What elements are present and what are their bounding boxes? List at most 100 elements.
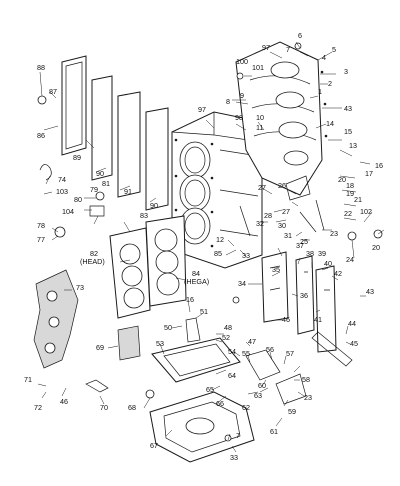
label-7: 7: [286, 45, 290, 54]
label-12: 12: [216, 235, 224, 244]
label-55: 55: [242, 349, 250, 358]
label-72: 72: [34, 403, 42, 412]
label-24: 24: [346, 255, 354, 264]
label-18: 18: [346, 181, 354, 190]
label-10: 10: [256, 113, 264, 122]
label-1: 1: [318, 87, 322, 96]
label-69: 69: [96, 343, 104, 352]
label-90: 90: [96, 169, 104, 178]
label-60: 60: [258, 381, 266, 390]
label-30: 30: [278, 221, 286, 230]
label-89: 89: [73, 153, 81, 162]
label-68: 68: [128, 403, 136, 412]
mounting-plate: [151, 337, 241, 383]
label-6: 6: [298, 31, 302, 40]
label-36: 36: [300, 291, 308, 300]
label-13: 13: [349, 141, 357, 150]
label-16b: 16: [186, 295, 194, 304]
label-71: 71: [24, 375, 32, 384]
head-cover-plates: [61, 55, 169, 211]
label-44: 44: [348, 319, 356, 328]
label-17: 17: [365, 169, 373, 178]
label-48: 48: [224, 323, 232, 332]
label-14: 14: [326, 119, 334, 128]
label-43: 43: [344, 104, 352, 113]
label-39: 39: [318, 249, 326, 258]
label-54: 54: [228, 347, 236, 356]
label-25: 25: [300, 237, 308, 246]
linkages: [185, 175, 353, 405]
label-104: 104: [62, 207, 74, 216]
label-15: 15: [344, 127, 352, 136]
label-31: 31: [284, 231, 292, 240]
label-19: 19: [346, 189, 354, 198]
label-73: 73: [76, 283, 84, 292]
label-22: 22: [344, 209, 352, 218]
label-70: 70: [100, 403, 108, 412]
label-4: 4: [322, 53, 326, 62]
label-65: 65: [206, 385, 214, 394]
label-57: 57: [286, 349, 294, 358]
label-90b: 90: [150, 201, 158, 210]
label-91: 91: [124, 187, 132, 196]
label-47: 47: [248, 337, 256, 346]
label-64: 64: [228, 371, 236, 380]
label-86: 86: [37, 131, 45, 140]
label-32: 32: [256, 219, 264, 228]
label-51: 51: [200, 307, 208, 316]
label-40: 40: [324, 259, 332, 268]
label-45: 45: [350, 339, 358, 348]
label-42: 42: [334, 269, 342, 278]
label-97b: 97: [198, 105, 206, 114]
callout-labels: 97 6 7 5 4 3 2 1 43 100 101 9 8 88 87 86…: [24, 31, 383, 462]
label-61: 61: [270, 427, 278, 436]
label-67: 67: [150, 441, 158, 450]
label-20: 20: [338, 175, 346, 184]
label-98: 98: [235, 113, 243, 122]
label-84: 84: [192, 269, 200, 278]
label-58: 58: [302, 375, 310, 384]
label-11: 11: [256, 123, 263, 132]
label-43b: 43: [366, 287, 374, 296]
label-63: 63: [254, 391, 262, 400]
label-8: 8: [226, 97, 230, 106]
label-26: 26: [278, 181, 286, 190]
label-35: 35: [272, 265, 280, 274]
label-81: 81: [102, 179, 110, 188]
adapter-plate: [149, 391, 255, 463]
label-102: 102: [360, 207, 372, 216]
label-83: 83: [140, 211, 148, 220]
label-87: 87: [49, 87, 57, 96]
label-59: 59: [288, 407, 296, 416]
label-16: 16: [375, 161, 383, 170]
label-101: 101: [252, 63, 264, 72]
label-46b: 46: [60, 397, 68, 406]
label-33b: 33: [230, 453, 238, 462]
label-23b: 23: [304, 393, 312, 402]
label-9: 9: [240, 91, 244, 100]
label-34: 34: [238, 279, 246, 288]
label-62: 62: [242, 403, 250, 412]
crankcase-cover: [235, 41, 328, 196]
label-hega: (HEGA): [184, 277, 209, 286]
label-100: 100: [236, 57, 248, 66]
label-7b: 7: [236, 431, 240, 440]
label-85: 85: [214, 249, 222, 258]
label-56: 56: [266, 345, 274, 354]
label-20b: 20: [372, 243, 380, 252]
label-53: 53: [156, 339, 164, 348]
label-52: 52: [222, 333, 230, 342]
label-2: 2: [328, 79, 332, 88]
label-79: 79: [90, 185, 98, 194]
label-27b: 27: [282, 207, 290, 216]
label-37: 37: [296, 241, 304, 250]
label-97: 97: [262, 43, 270, 52]
head-gaskets: [109, 215, 187, 319]
leader-lines: [37, 41, 385, 453]
label-103: 103: [56, 187, 68, 196]
label-88: 88: [37, 63, 45, 72]
label-33: 33: [242, 251, 250, 260]
label-66: 66: [216, 399, 224, 408]
manifold: [33, 269, 79, 369]
